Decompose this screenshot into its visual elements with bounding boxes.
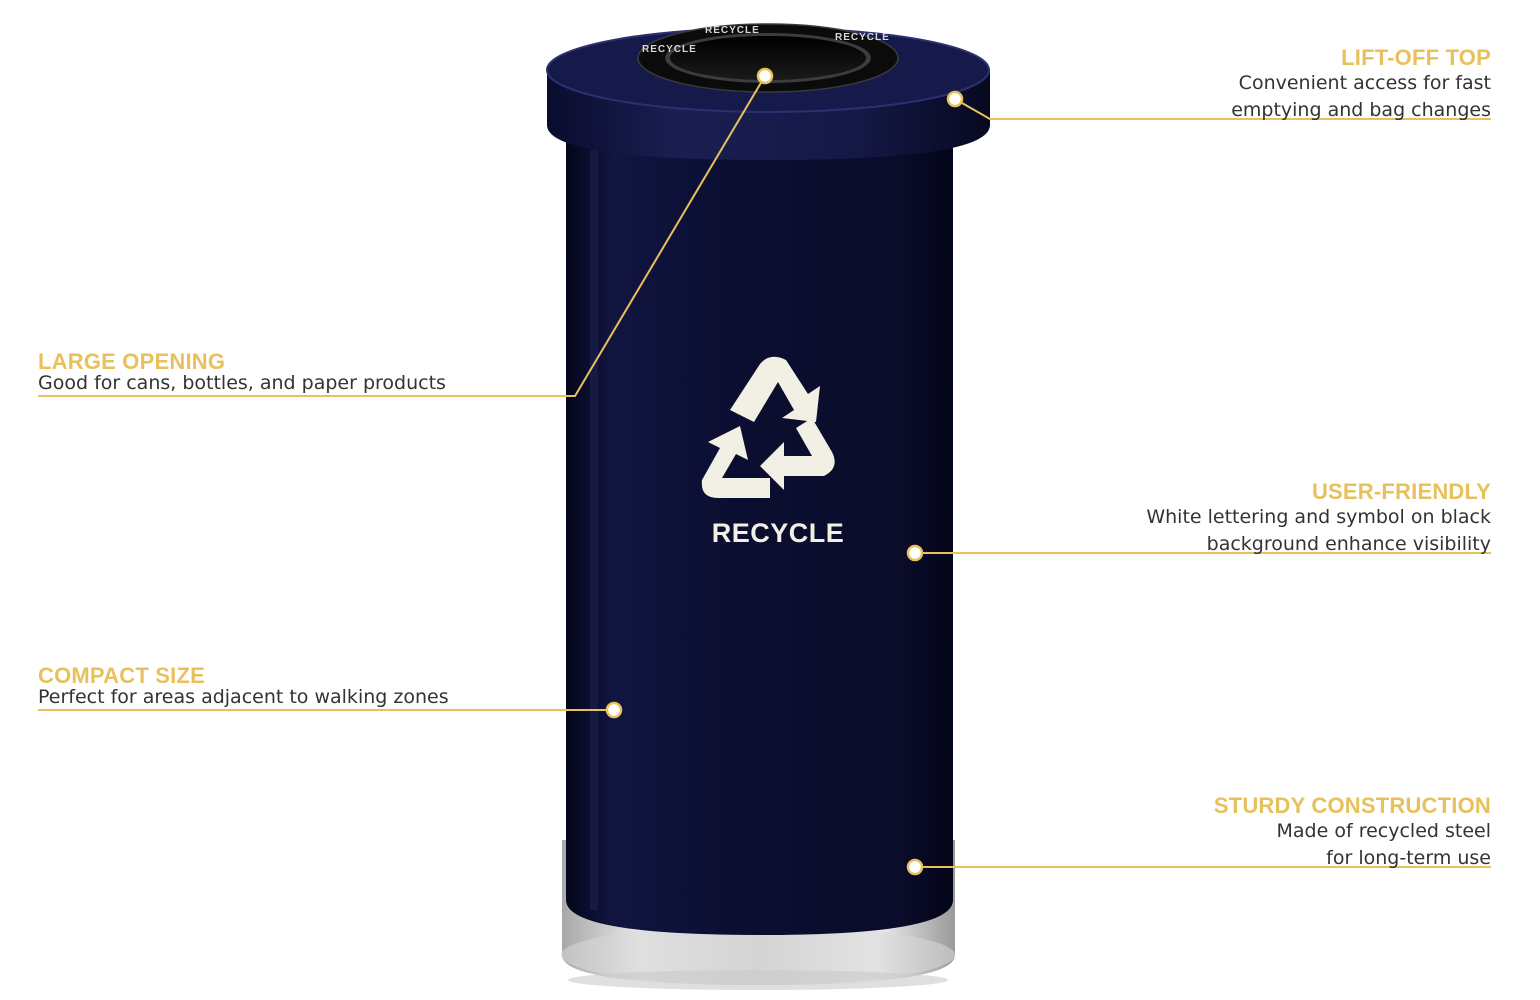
callout-title: STURDY CONSTRUCTION [1213,793,1491,818]
recycle-icon [701,356,835,498]
leader-line-lift-off-top [954,98,1491,120]
callout-description: Made of recycled steel [1276,820,1491,842]
callout-description: background enhance visibility [1206,533,1491,555]
callout-description: emptying and bag changes [1231,99,1491,121]
callout-title: LIFT-OFF TOP [1341,45,1491,70]
callout-title: USER-FRIENDLY [1311,479,1491,504]
opening-hole [670,36,866,80]
callout-title: LARGE OPENING [38,349,226,374]
bin-label: RECYCLE [712,518,845,548]
lid-ring-text: RECYCLE [642,44,697,55]
callout-description: for long-term use [1326,847,1491,869]
callout-lift-off-top: LIFT-OFF TOP Convenient access for fast … [1071,46,1491,124]
lid-ring-text: RECYCLE [705,25,760,36]
lift-off-lid: RECYCLE RECYCLE RECYCLE [546,23,990,160]
hotspot-lift-off-top[interactable] [946,90,964,108]
lid-ring-text: RECYCLE [835,32,890,43]
callout-user-friendly: USER-FRIENDLY White lettering and symbol… [1011,480,1491,558]
callout-large-opening: LARGE OPENING Good for cans, bottles, an… [38,350,538,397]
hotspot-compact-size[interactable] [605,701,623,719]
hotspot-sturdy-construction[interactable] [906,858,924,876]
callout-compact-size: COMPACT SIZE Perfect for areas adjacent … [38,664,558,711]
hotspots [605,67,964,876]
callout-description: Convenient access for fast [1238,72,1491,94]
callout-description: Good for cans, bottles, and paper produc… [38,372,446,394]
callout-sturdy-construction: STURDY CONSTRUCTION Made of recycled ste… [1071,794,1491,872]
callout-title: COMPACT SIZE [38,663,205,688]
callout-description: Perfect for areas adjacent to walking zo… [38,686,449,708]
bin-body [566,140,953,935]
hotspot-user-friendly[interactable] [906,544,924,562]
hotspot-large-opening[interactable] [756,67,774,85]
callout-description: White lettering and symbol on black [1146,506,1491,528]
leader-lines [38,75,1491,868]
leader-line-large-opening [38,75,766,397]
